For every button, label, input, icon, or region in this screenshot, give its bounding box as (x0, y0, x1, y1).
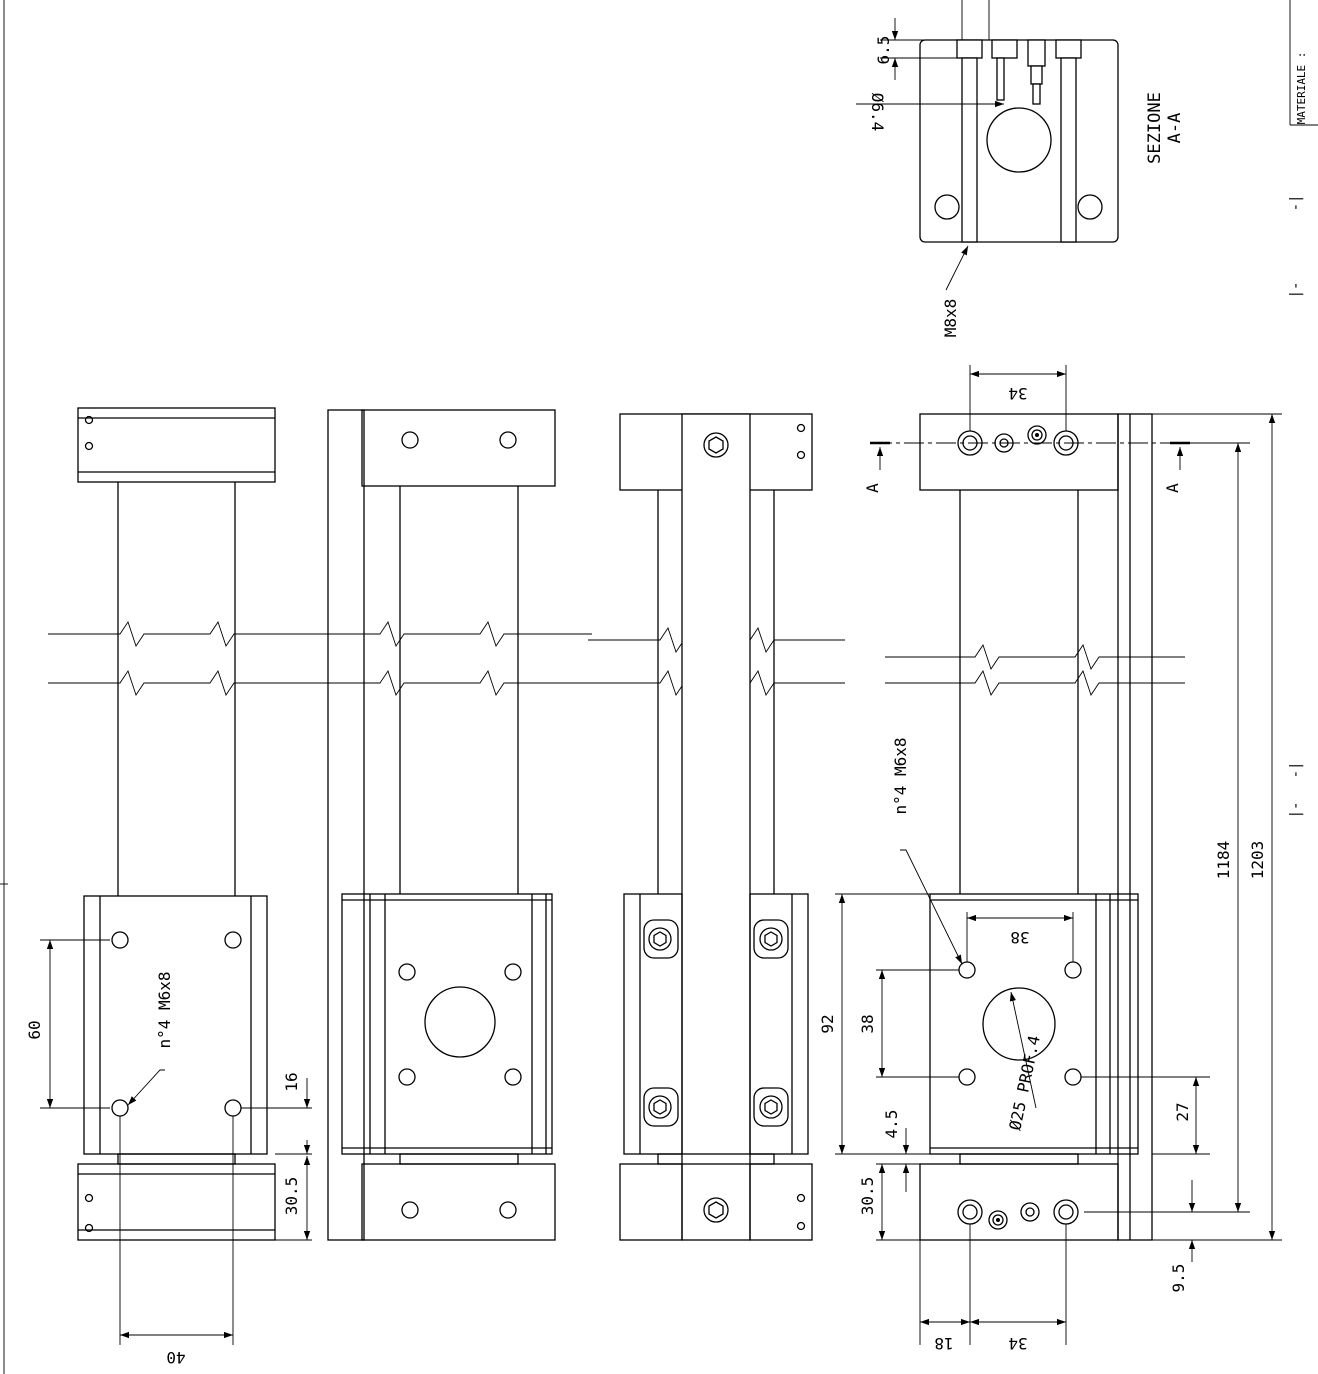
v4-hole-callout: n°4 M6x8 (891, 737, 910, 814)
title-dash-1: |- (1288, 282, 1304, 299)
view-4: A A 34 38 38 92 (818, 365, 1282, 1353)
v4-dim-34-top: 34 (1008, 384, 1027, 403)
section-marker-right: A (1163, 483, 1182, 493)
v4-dim-9-5: 9.5 (1169, 1264, 1188, 1293)
material-label: MATERIALE : (1295, 52, 1308, 125)
v4-recess-callout: Ø25 PROF.4 (1005, 1034, 1044, 1132)
v4-dim-18: 18 (934, 1334, 953, 1353)
v4-dim-92: 92 (818, 1014, 837, 1033)
v4-dim-38-x: 38 (1010, 928, 1029, 947)
view-2 (327, 409, 556, 1241)
title-dash-2: -| (1288, 195, 1304, 212)
v1-hole-callout: n°4 M6x8 (155, 971, 174, 1048)
v1-dim-16: 16 (282, 1072, 301, 1091)
section-title: SEZIONE (1145, 92, 1165, 164)
section-a-a-view: 6.5 Ø6.4 M8x8 SEZIONE A-A (856, 0, 1185, 337)
title-block: MATERIALE : |- -| |- -| (1288, 0, 1318, 818)
view-3 (619, 413, 813, 1241)
view-1: 60 n°4 M6x8 40 16 30.5 (25, 407, 312, 1367)
section-thread-callout: M8x8 (941, 299, 960, 338)
v4-dim-1184: 1184 (1214, 841, 1233, 880)
v1-dim-30-5: 30.5 (282, 1177, 301, 1216)
section-subtitle: A-A (1165, 113, 1185, 144)
title-dash-3: |- (1288, 802, 1304, 819)
break-lines (48, 620, 1185, 697)
v4-dim-1203: 1203 (1248, 841, 1267, 880)
v1-dim-60: 60 (25, 1020, 44, 1039)
section-marker-left: A (863, 483, 882, 493)
v1-dim-40: 40 (166, 1348, 185, 1367)
v4-dim-27: 27 (1173, 1102, 1192, 1121)
section-dim-counterbore: 6.5 (874, 36, 893, 65)
v4-dim-34-bottom: 34 (1008, 1334, 1027, 1353)
title-dash-4: -| (1288, 762, 1304, 779)
section-dim-bore: Ø6.4 (868, 93, 887, 132)
v4-dim-38-y: 38 (858, 1014, 877, 1033)
v4-dim-4-5: 4.5 (882, 1110, 901, 1139)
v4-dim-30-5: 30.5 (858, 1177, 877, 1216)
